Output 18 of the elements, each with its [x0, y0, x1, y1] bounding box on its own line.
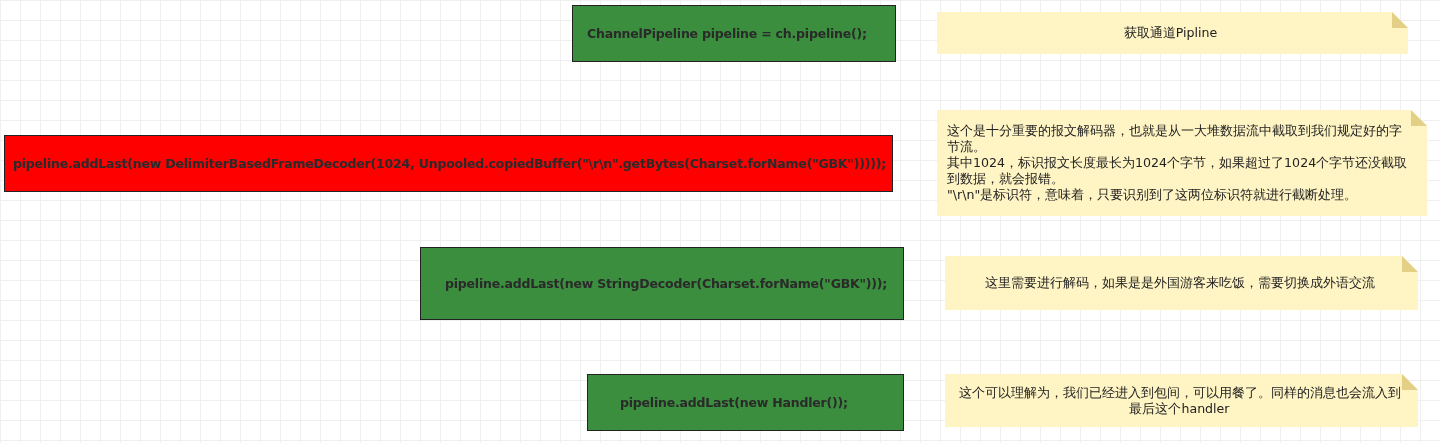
sticky-note — [945, 256, 1418, 310]
note-text: 这个是十分重要的报文解码器，也就是从一大堆数据流中截取到我们规定好的字节流。 — [947, 123, 1403, 155]
code-text: pipeline.addLast(new Handler()); — [620, 395, 848, 410]
note-text: 这里需要进行解码，如果是是外国游客来吃饭，需要切换成外语交流 — [983, 275, 1376, 291]
note-text: 获取通道Pipline — [1122, 25, 1219, 41]
note-text: 其中1024，标识报文长度最长为1024个字节，如果超过了1024个字节还没截取到数据，就会报错。 — [947, 155, 1409, 187]
note-text: "\r\n"是标识符，意味着，只要识别到了这两位标识符就进行截断处理。 — [947, 187, 1359, 203]
code-box — [587, 374, 904, 431]
sticky-note — [937, 110, 1427, 216]
code-text: pipeline.addLast(new DelimiterBasedFrameDecoder(1024, Unpooled.copiedBuffer("\r\n".getBytes(Charset.forName("GBK"))))); — [13, 156, 887, 171]
note-text: 这个可以理解为，我们已经进入到包间，可以用餐了。同样的消息也会流入到最后这个handler — [957, 384, 1402, 417]
code-box — [572, 5, 896, 62]
sticky-note — [937, 12, 1408, 54]
sticky-note — [945, 374, 1418, 427]
code-box — [4, 135, 893, 192]
code-text: ChannelPipeline pipeline = ch.pipeline(); — [587, 26, 867, 41]
code-box — [420, 247, 904, 320]
code-text: pipeline.addLast(new StringDecoder(Charset.forName("GBK"))); — [445, 276, 888, 291]
